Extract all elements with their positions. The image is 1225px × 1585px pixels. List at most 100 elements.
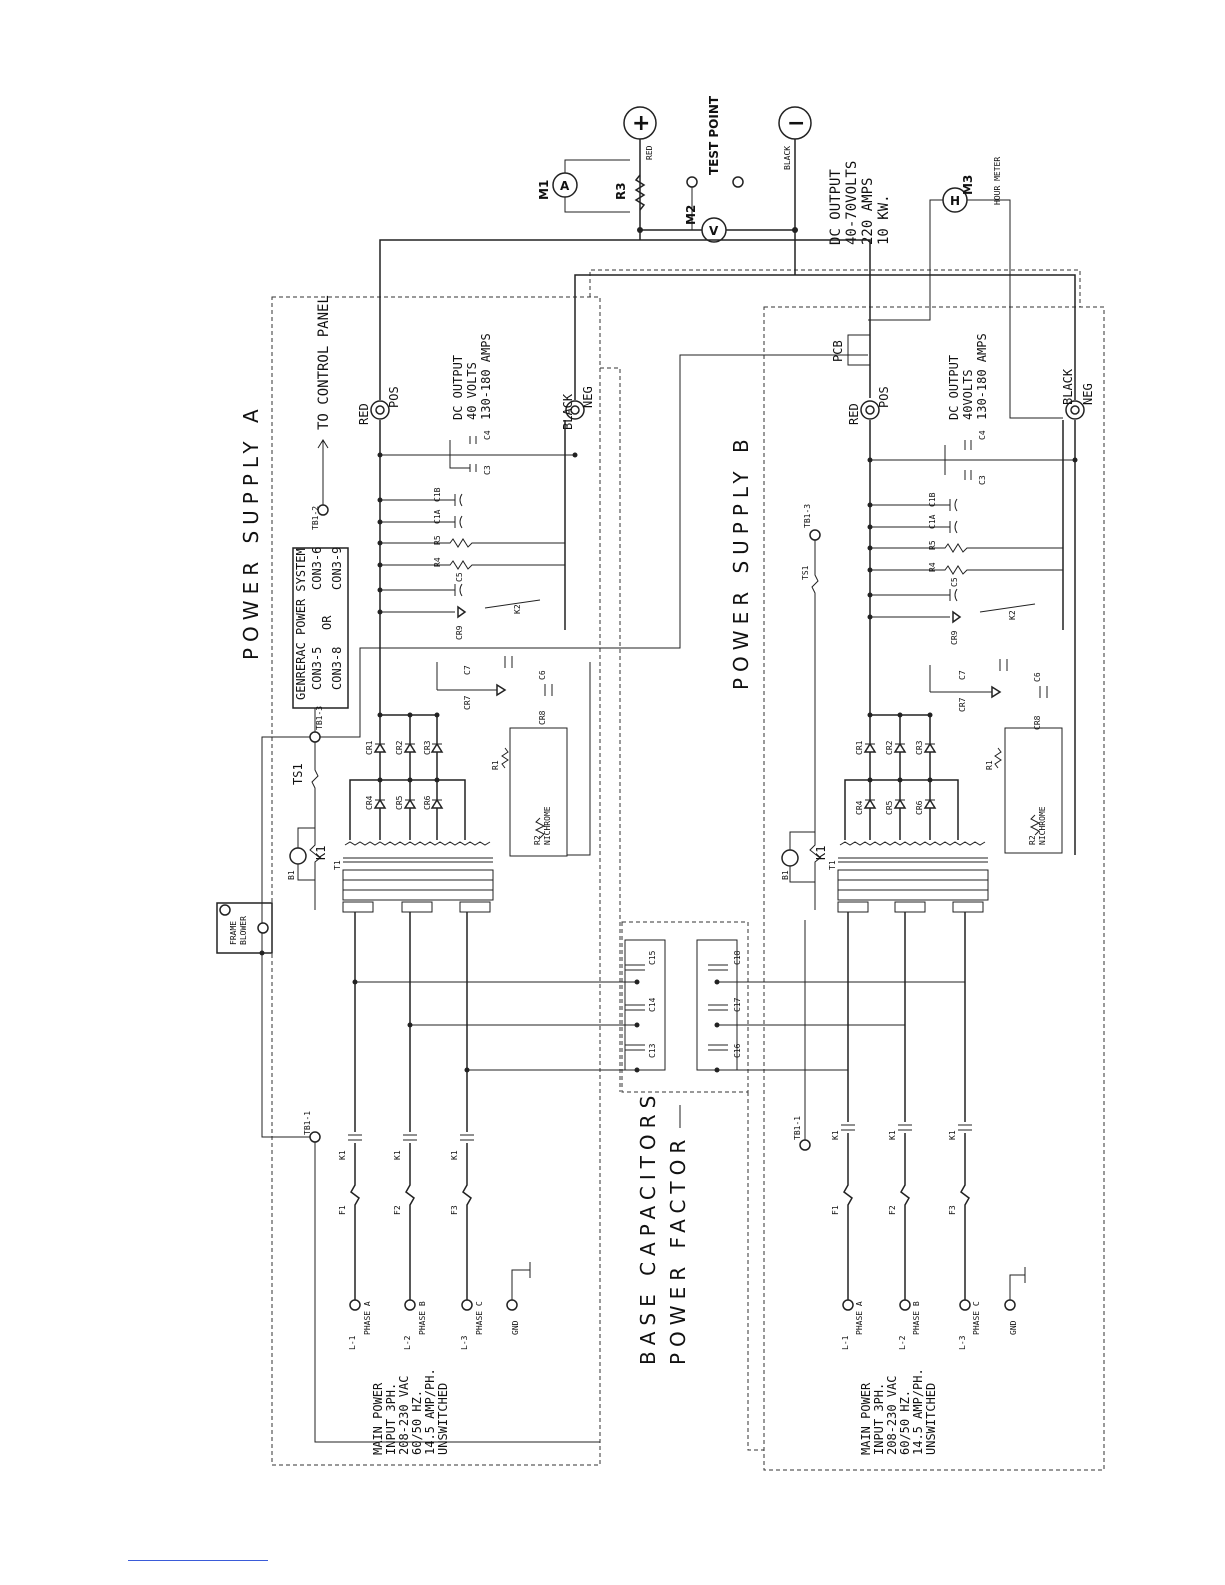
svg-text:POWER FACTOR: POWER FACTOR: [666, 1134, 690, 1365]
svg-text:UNSWITCHED: UNSWITCHED: [924, 1383, 938, 1455]
svg-text:RED: RED: [645, 145, 654, 160]
svg-text:CON3-5: CON3-5: [310, 647, 324, 690]
svg-text:CR3: CR3: [915, 740, 924, 755]
svg-text:K2: K2: [1008, 610, 1017, 620]
supply-b-main-power: MAIN POWER INPUT 3PH. 208-230 VAC 60/50 …: [859, 1368, 938, 1455]
svg-text:CR2: CR2: [885, 740, 894, 755]
svg-text:TB1-3: TB1-3: [315, 706, 324, 730]
svg-text:H: H: [950, 194, 960, 208]
svg-text:14.5 AMP/PH.: 14.5 AMP/PH.: [423, 1368, 437, 1455]
svg-text:PHASE B: PHASE B: [418, 1301, 427, 1335]
base-caps-title: BASE CAPACITORS: [636, 1090, 660, 1365]
svg-text:INPUT 3PH.: INPUT 3PH.: [384, 1383, 398, 1455]
svg-text:C13: C13: [648, 1043, 657, 1058]
supply-b-input-phases: [841, 912, 1026, 1311]
svg-text:L-1: L-1: [348, 1335, 357, 1350]
svg-text:MAIN POWER: MAIN POWER: [371, 1382, 385, 1455]
svg-text:CR3: CR3: [423, 740, 432, 755]
svg-text:PHASE A: PHASE A: [855, 1301, 864, 1335]
svg-text:+: +: [632, 111, 650, 136]
svg-text:L-2: L-2: [898, 1335, 907, 1350]
svg-text:B1: B1: [287, 870, 296, 880]
power-factor-title: POWER FACTOR: [666, 1134, 690, 1365]
svg-text:PHASE B: PHASE B: [912, 1301, 921, 1335]
genrerac-power-system-box: [292, 547, 349, 709]
supply-b-border: [763, 306, 1105, 1471]
svg-text:UNSWITCHED: UNSWITCHED: [436, 1383, 450, 1455]
dc-output-total: DC OUTPUT 40-70VOLTS 220 AMPS 10 KW.: [828, 161, 892, 245]
svg-text:T1: T1: [828, 860, 837, 870]
supply-a-title: POWER SUPPLY A: [239, 403, 263, 660]
svg-text:220 AMPS: 220 AMPS: [860, 178, 876, 245]
svg-text:M2: M2: [684, 205, 698, 225]
svg-text:C6: C6: [1033, 672, 1042, 682]
svg-text:TEST POINT: TEST POINT: [707, 95, 721, 175]
svg-text:GND: GND: [511, 1320, 520, 1335]
svg-text:BLOWER: BLOWER: [239, 916, 248, 945]
svg-text:TB1-3: TB1-3: [803, 504, 812, 528]
svg-text:R2: R2: [1028, 835, 1037, 845]
svg-text:R3: R3: [614, 182, 628, 200]
svg-text:F1: F1: [338, 1205, 347, 1215]
supply-b-transformer-t1: [837, 841, 989, 913]
svg-text:C1B: C1B: [433, 487, 442, 502]
svg-text:F1: F1: [831, 1205, 840, 1215]
svg-text:BLACK: BLACK: [1061, 368, 1075, 405]
svg-text:C16: C16: [733, 1043, 742, 1058]
svg-text:TO CONTROL PANEL: TO CONTROL PANEL: [316, 295, 332, 430]
svg-text:C17: C17: [733, 997, 742, 1012]
svg-text:CON3-6: CON3-6: [310, 547, 324, 590]
svg-text:B1: B1: [781, 870, 790, 880]
svg-text:C14: C14: [648, 997, 657, 1012]
svg-text:F3: F3: [948, 1205, 957, 1215]
supply-a-filter-rungs: [377, 436, 578, 619]
svg-text:K1: K1: [888, 1130, 897, 1140]
svg-text:NEG: NEG: [581, 386, 595, 408]
svg-text:−: −: [787, 111, 805, 136]
svg-text:M3: M3: [961, 175, 975, 195]
svg-text:R4: R4: [433, 557, 442, 567]
frame-blower-box: [216, 902, 273, 954]
base-caps-border: [621, 921, 749, 1093]
svg-text:40-70VOLTS: 40-70VOLTS: [844, 161, 860, 245]
svg-text:CR9: CR9: [950, 630, 959, 645]
svg-text:PHASE A: PHASE A: [363, 1301, 372, 1335]
svg-text:RED: RED: [357, 403, 371, 425]
supply-a-diodes: [373, 742, 444, 809]
svg-text:CON3-9: CON3-9: [330, 547, 344, 590]
svg-text:F3: F3: [450, 1205, 459, 1215]
svg-text:TB1-1: TB1-1: [793, 1116, 802, 1140]
svg-text:CR1: CR1: [855, 740, 864, 755]
svg-text:CR5: CR5: [885, 800, 894, 815]
svg-text:V: V: [709, 224, 719, 238]
svg-text:C7: C7: [463, 665, 472, 675]
svg-text:C4: C4: [483, 430, 492, 440]
svg-text:NICHROME: NICHROME: [543, 806, 552, 845]
supply-b-diodes: [863, 742, 937, 809]
svg-text:A: A: [560, 179, 570, 193]
svg-text:T1: T1: [333, 860, 342, 870]
svg-text:M1: M1: [537, 180, 551, 200]
svg-text:C3: C3: [483, 465, 492, 475]
svg-text:60/50 HZ.: 60/50 HZ.: [898, 1390, 912, 1455]
svg-text:TB1-2: TB1-2: [311, 506, 320, 530]
svg-text:C4: C4: [978, 430, 987, 440]
supply-b-title: POWER SUPPLY B: [729, 433, 753, 690]
svg-text:DC OUTPUT: DC OUTPUT: [451, 355, 465, 420]
svg-text:GND: GND: [1009, 1320, 1018, 1335]
svg-text:OR: OR: [320, 615, 334, 630]
svg-text:C18: C18: [733, 950, 742, 965]
svg-text:40VOLTS: 40VOLTS: [961, 369, 975, 420]
svg-text:K1: K1: [814, 846, 828, 860]
supply-a-dc-output: DC OUTPUT 40 VOLTS 130-180 AMPS: [451, 333, 493, 420]
svg-text:CR4: CR4: [855, 800, 864, 815]
svg-text:POS: POS: [387, 386, 401, 408]
svg-text:C7: C7: [958, 670, 967, 680]
supply-b-dc-output: DC OUTPUT 40VOLTS 130-180 AMPS: [947, 333, 989, 420]
svg-text:R5: R5: [433, 535, 442, 545]
svg-text:C1A: C1A: [433, 509, 442, 524]
svg-text:INPUT 3PH.: INPUT 3PH.: [872, 1383, 886, 1455]
svg-text:TS1: TS1: [291, 763, 305, 785]
svg-text:CR4: CR4: [365, 795, 374, 810]
